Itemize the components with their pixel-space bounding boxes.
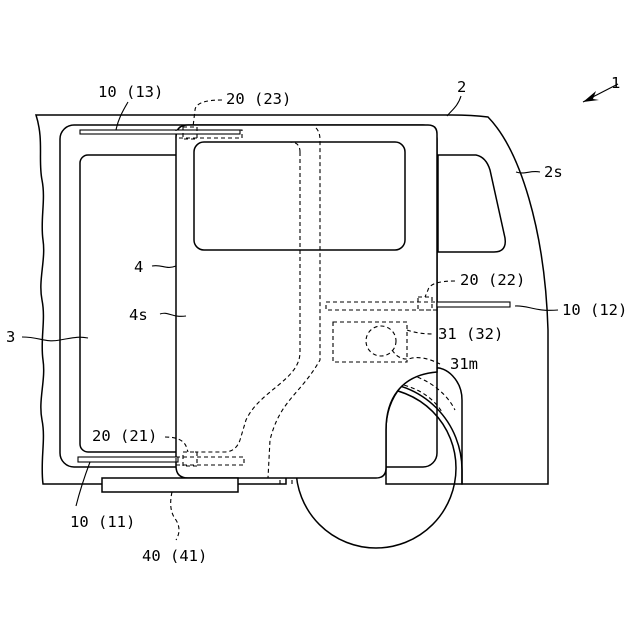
- label-roller-upper: 20 (23): [226, 90, 291, 108]
- rear-window: [438, 155, 505, 252]
- upper-rail: [80, 130, 240, 134]
- label-rail-upper: 10 (13): [98, 83, 163, 101]
- label-body: 2: [457, 78, 466, 96]
- label-actuator: 31 (32): [438, 325, 503, 343]
- label-body-side: 2s: [544, 163, 563, 181]
- leader-roller-upper: [193, 100, 222, 127]
- leader-body: [447, 96, 461, 116]
- leader-rail-upper: [116, 102, 128, 130]
- label-rail-lower: 10 (11): [70, 513, 135, 531]
- leader-vehicle-arrowhead: [583, 91, 599, 102]
- label-lower-member: 40 (41): [142, 547, 207, 565]
- label-roller-lower: 20 (21): [92, 427, 157, 445]
- label-rail-center: 10 (12): [562, 301, 627, 319]
- label-door: 4: [134, 258, 143, 276]
- leader-door: [152, 266, 176, 268]
- leader-door-opening: [22, 337, 88, 341]
- lower-rail: [78, 457, 178, 462]
- label-motor: 31m: [450, 355, 478, 373]
- lower-member: [102, 478, 238, 492]
- label-vehicle: 1: [611, 74, 620, 92]
- label-roller-center: 20 (22): [460, 271, 525, 289]
- leader-lower-member: [171, 492, 179, 540]
- center-rail: [437, 302, 510, 307]
- leader-rail-center: [515, 306, 558, 310]
- label-door-side: 4s: [129, 306, 148, 324]
- label-door-opening: 3: [6, 328, 15, 346]
